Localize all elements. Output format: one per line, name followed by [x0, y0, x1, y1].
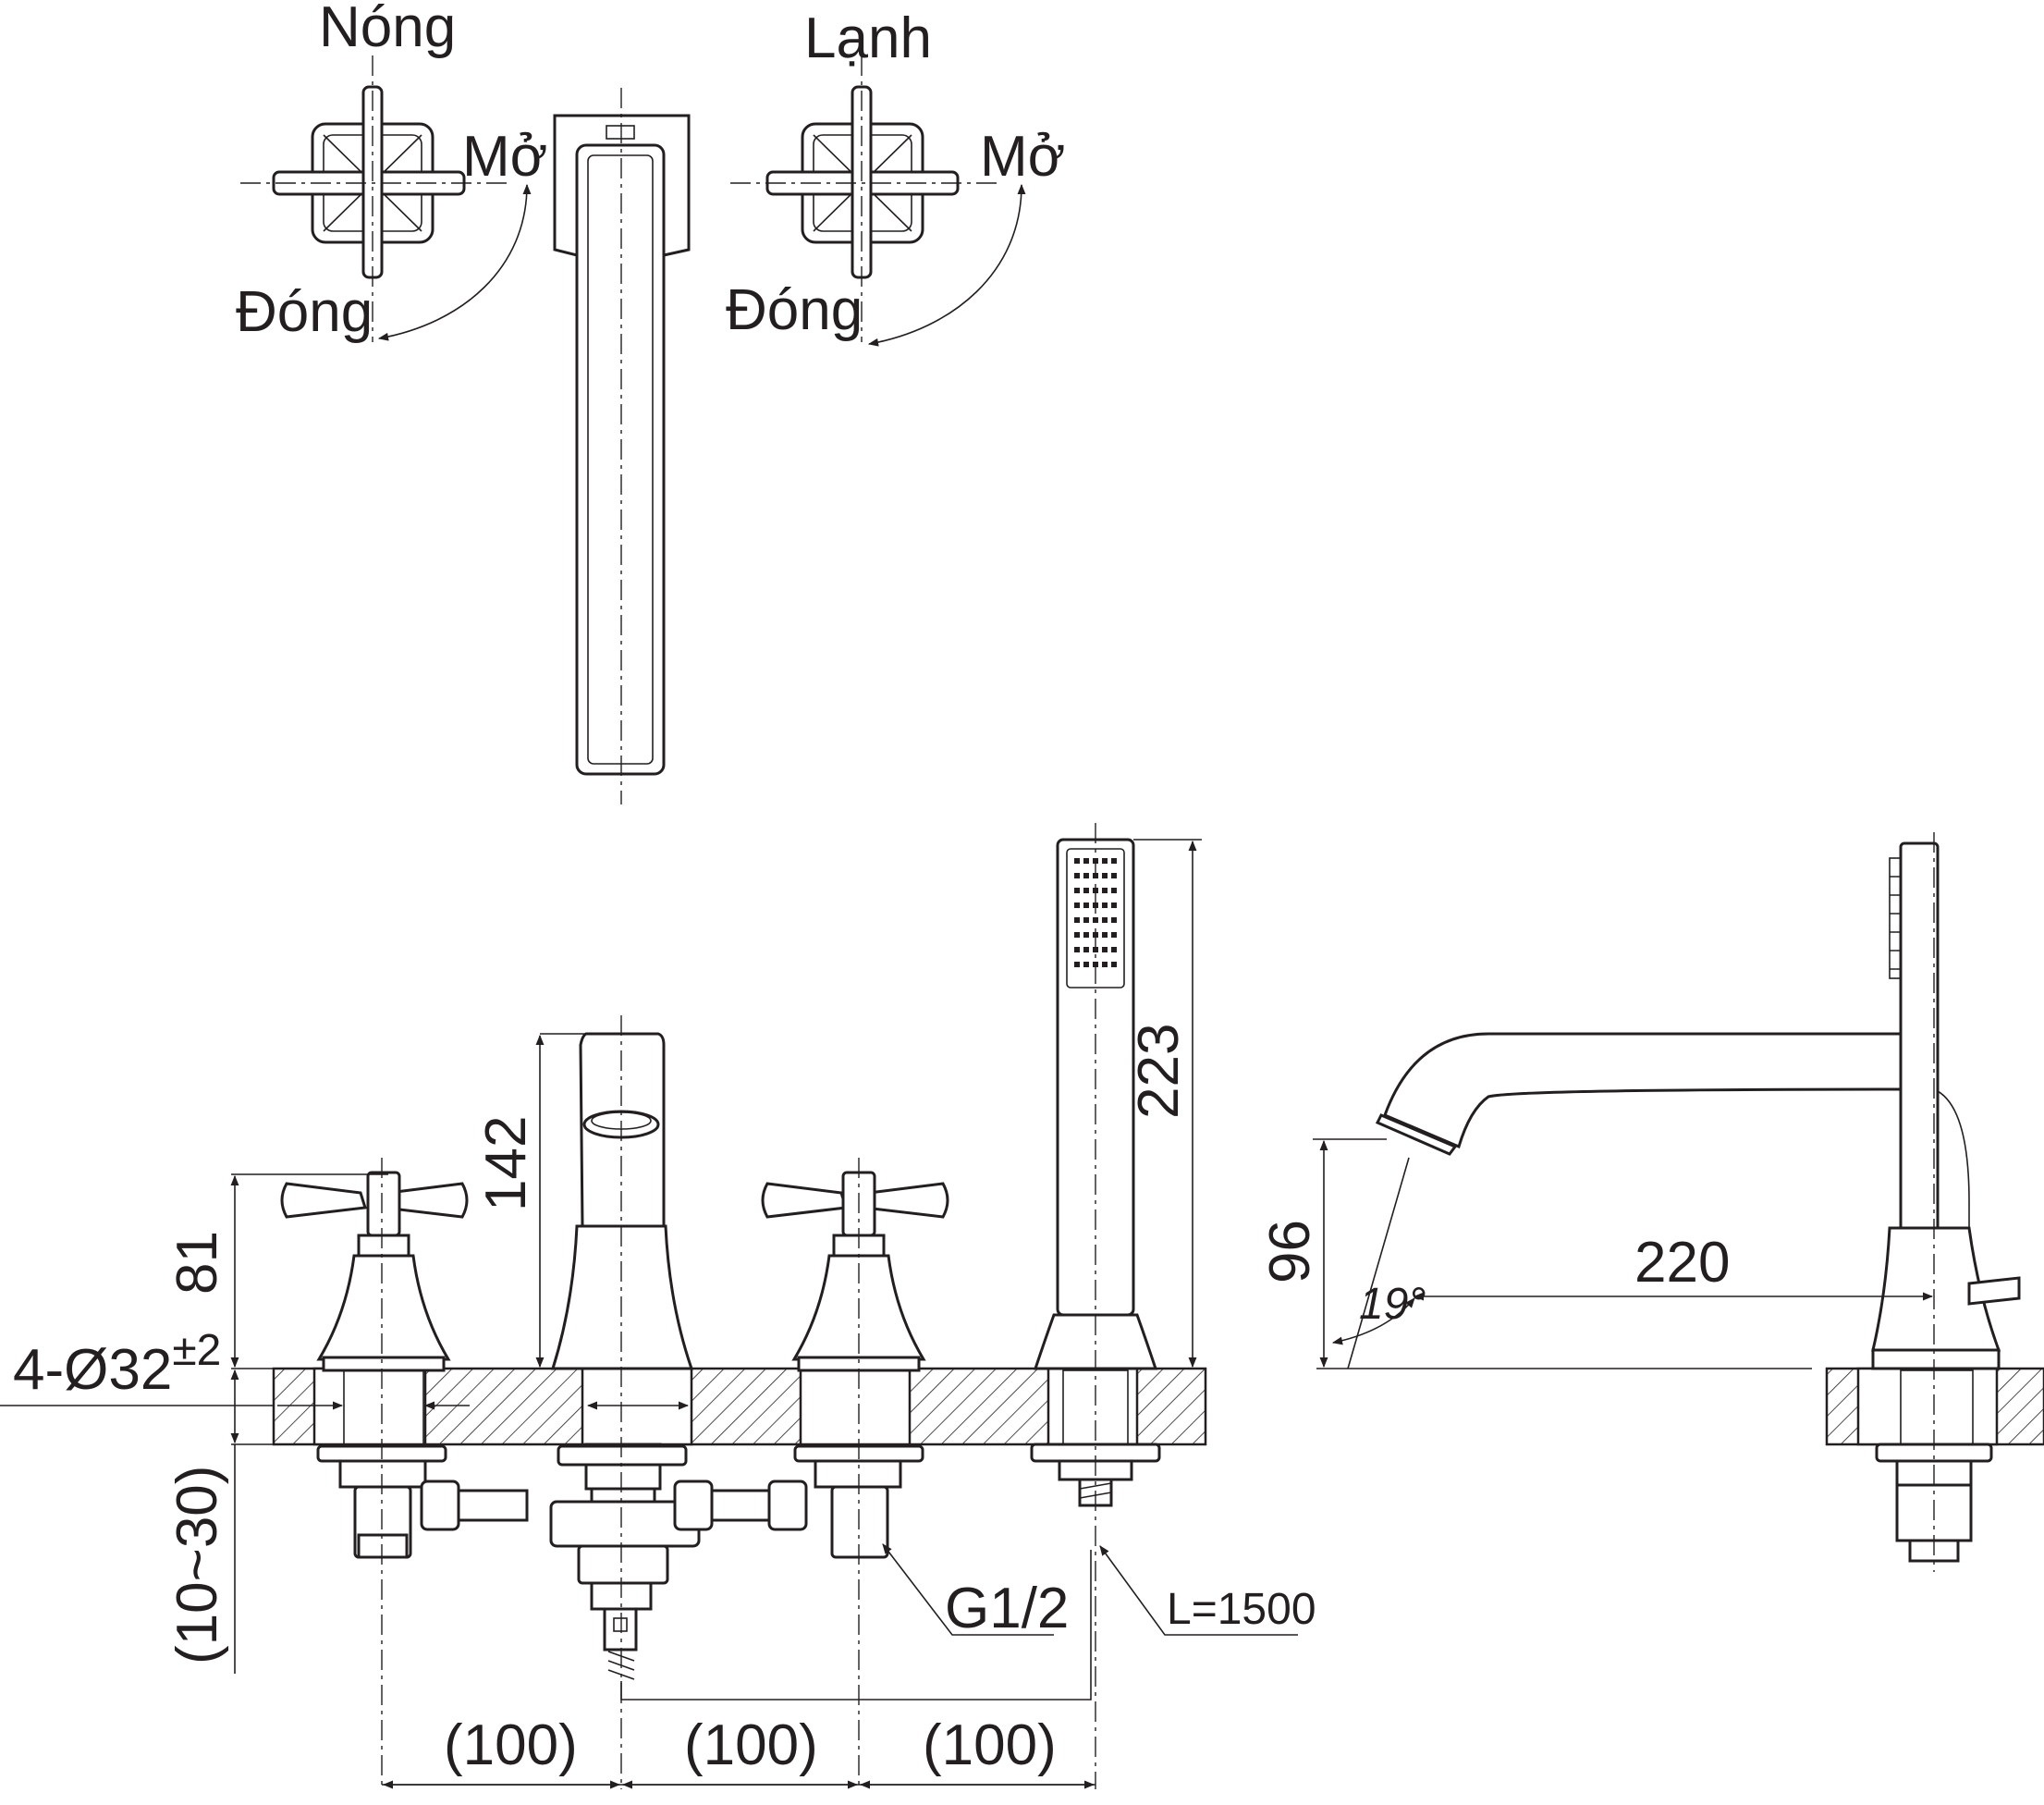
close-label-hot: Đóng [236, 280, 373, 344]
spout-top-icon [553, 88, 691, 804]
hot-handle-front-icon [280, 1158, 469, 1789]
thread-label: G1/2 [945, 1577, 1069, 1640]
open-label-hot: Mở [462, 125, 547, 189]
hose-length-label: L=1500 [1167, 1585, 1316, 1634]
spout-outlet-height-label: 96 [1258, 1220, 1322, 1283]
front-view: 81 142 223 (10~30) 4-Ø32±2 (100) (100) (… [0, 823, 1316, 1789]
spout-angle-label: 19° [1359, 1280, 1426, 1329]
top-view: Nóng Mở Đóng Lạnh Mở Đóng [236, 0, 1065, 804]
spacing-label-3: (100) [923, 1713, 1057, 1777]
hand-shower-height-label: 223 [1127, 1024, 1191, 1119]
hand-shower-front-icon [1030, 823, 1161, 1789]
spacing-label-1: (100) [444, 1713, 578, 1777]
cold-handle-top-icon [730, 55, 1026, 347]
spout-front-icon [420, 1015, 808, 1789]
spout-reach-label: 220 [1634, 1231, 1730, 1295]
hot-handle-top-icon [240, 55, 532, 342]
close-label-cold: Đóng [726, 278, 863, 342]
side-view: 96 220 19° [1258, 832, 2044, 1572]
cold-handle-front-icon [761, 1158, 949, 1789]
dimension-lines-front [0, 839, 1298, 1789]
deck-thickness-label: (10~30) [165, 1466, 229, 1664]
spacing-label-2: (100) [684, 1713, 818, 1777]
dimension-lines-side [1313, 1138, 1934, 1369]
handle-height-label: 81 [165, 1231, 229, 1295]
cold-label: Lạnh [804, 6, 932, 70]
open-label-cold: Mở [980, 125, 1065, 189]
hole-diameter-label: 4-Ø32±2 [13, 1326, 221, 1402]
side-faucet-icon [1375, 832, 2021, 1572]
hose-path [620, 1550, 1092, 1701]
hot-label: Nóng [319, 0, 456, 59]
spout-height-label: 142 [474, 1116, 538, 1211]
